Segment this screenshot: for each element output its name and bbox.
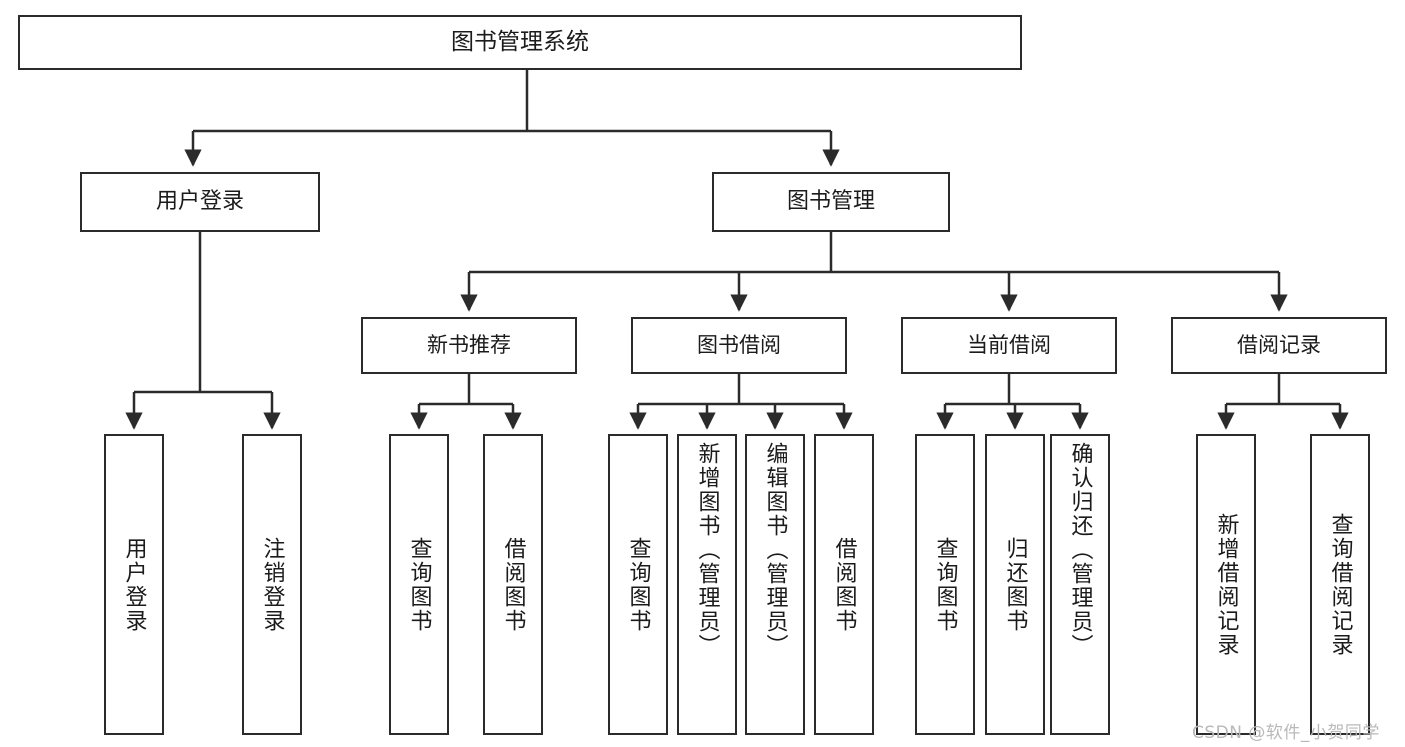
node-label: 图书管理	[786, 189, 875, 215]
node-new-book-recommend[interactable]: 新书推荐	[361, 317, 577, 374]
node-label: 用户登录	[155, 189, 244, 215]
node-label: 编辑图书（管理员）	[762, 442, 788, 658]
leaf-current-confirm-return-admin[interactable]: 确认归还（管理员）	[1050, 434, 1110, 735]
node-label: 图书管理系统	[451, 28, 589, 55]
node-label: 新书推荐	[427, 333, 511, 358]
leaf-user-login-login[interactable]: 用户登录	[104, 434, 164, 735]
node-label: 查询借阅记录	[1327, 512, 1353, 657]
node-borrow-record[interactable]: 借阅记录	[1171, 317, 1387, 374]
node-label: 借阅图书	[831, 536, 857, 633]
node-book-management[interactable]: 图书管理	[712, 172, 950, 232]
node-root-system[interactable]: 图书管理系统	[18, 15, 1022, 70]
node-label: 查询图书	[406, 536, 432, 633]
node-label: 归还图书	[1002, 536, 1028, 633]
leaf-borrow-edit-book-admin[interactable]: 编辑图书（管理员）	[745, 434, 805, 735]
node-label: 借阅记录	[1237, 333, 1321, 358]
node-label: 新增借阅记录	[1213, 512, 1239, 657]
node-label: 用户登录	[121, 536, 147, 633]
leaf-borrow-query-book[interactable]: 查询图书	[608, 434, 668, 735]
leaf-record-query-record[interactable]: 查询借阅记录	[1310, 434, 1370, 735]
leaf-current-return-book[interactable]: 归还图书	[985, 434, 1045, 735]
node-label: 注销登录	[259, 536, 285, 633]
leaf-borrow-borrow-book[interactable]: 借阅图书	[814, 434, 874, 735]
leaf-user-login-logout[interactable]: 注销登录	[242, 434, 302, 735]
node-label: 当前借阅	[967, 333, 1051, 358]
node-label: 新增图书（管理员）	[694, 442, 720, 658]
node-label: 确认归还（管理员）	[1067, 442, 1093, 658]
node-current-borrow[interactable]: 当前借阅	[901, 317, 1117, 374]
csdn-watermark: CSDN @软件_小贺同学	[1192, 723, 1380, 743]
leaf-new-book-query[interactable]: 查询图书	[389, 434, 449, 735]
node-label: 查询图书	[625, 536, 651, 633]
node-label: 借阅图书	[500, 536, 526, 633]
leaf-current-query-book[interactable]: 查询图书	[915, 434, 975, 735]
node-label: 查询图书	[932, 536, 958, 633]
node-user-login[interactable]: 用户登录	[80, 172, 320, 232]
leaf-borrow-add-book-admin[interactable]: 新增图书（管理员）	[677, 434, 737, 735]
node-label: 图书借阅	[697, 333, 781, 358]
node-book-borrow[interactable]: 图书借阅	[631, 317, 847, 374]
leaf-record-add-record[interactable]: 新增借阅记录	[1196, 434, 1256, 735]
leaf-new-book-borrow[interactable]: 借阅图书	[483, 434, 543, 735]
